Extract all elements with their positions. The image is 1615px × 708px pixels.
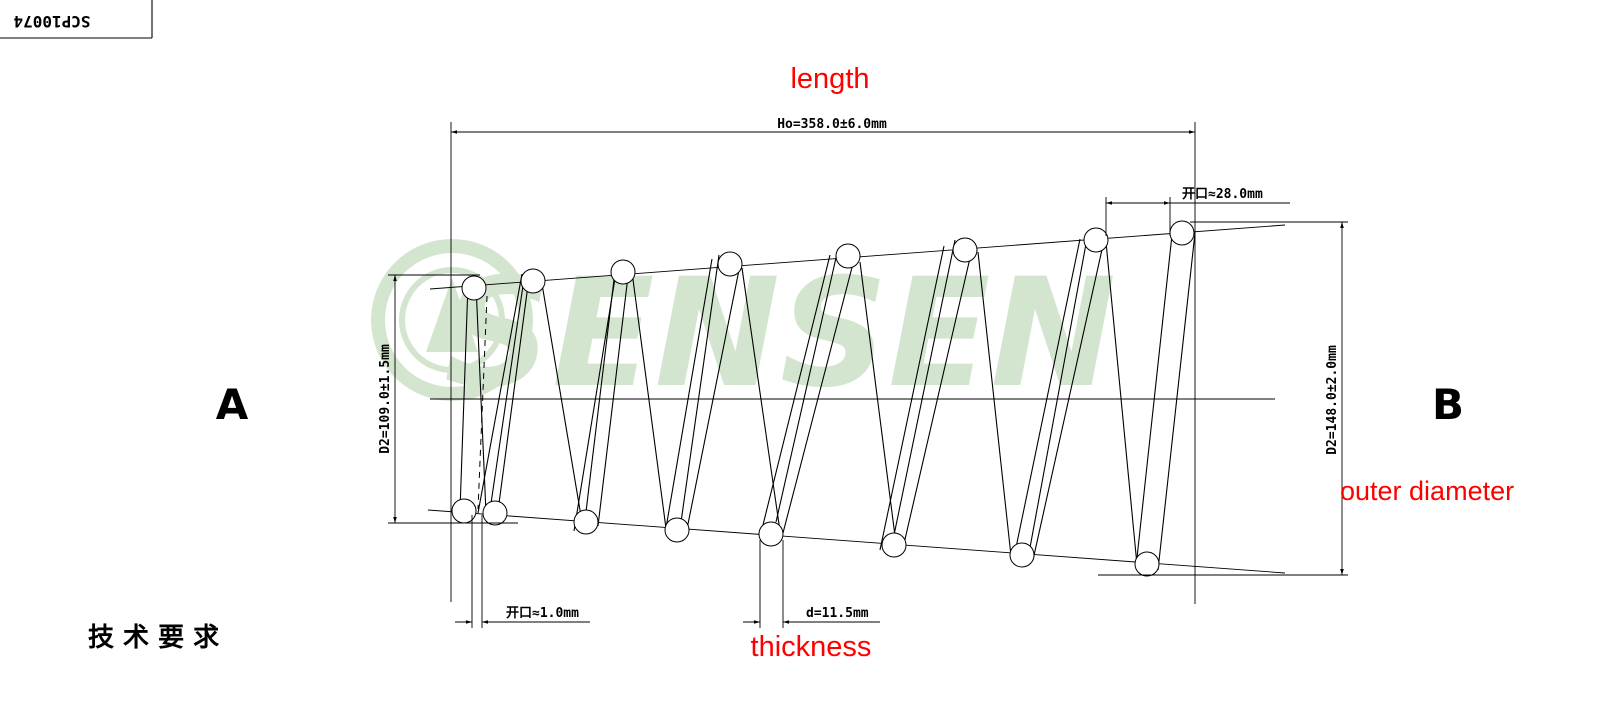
left-gap-label: 开口≈1.0mm bbox=[506, 606, 579, 621]
left-diameter-label: D2=109.0±1.5mm bbox=[378, 344, 393, 454]
notes-heading: 技 术 要 求 bbox=[88, 623, 219, 653]
left-diameter-dimension: D2=109.0±1.5mm bbox=[378, 274, 518, 524]
free-length-dimension: Ho=358.0±6.0mm bbox=[450, 117, 1196, 604]
hidden-line bbox=[477, 295, 488, 510]
title-box: SCP10074 bbox=[0, 0, 153, 39]
end-label-b: B bbox=[1432, 380, 1464, 429]
spring-coils bbox=[451, 220, 1196, 577]
right-gap-label: 开口≈28.0mm bbox=[1182, 187, 1263, 202]
watermark-text: SENSEN bbox=[444, 247, 1116, 421]
wire-diameter-label: d=11.5mm bbox=[806, 606, 869, 621]
right-diameter-dimension: D2=148.0±2.0mm bbox=[1098, 221, 1348, 576]
right-gap-dimension: 开口≈28.0mm bbox=[1105, 187, 1290, 236]
part-number: SCP10074 bbox=[13, 12, 90, 31]
free-length-label: Ho=358.0±6.0mm bbox=[777, 117, 887, 132]
right-diameter-label: D2=148.0±2.0mm bbox=[1325, 345, 1340, 455]
annotation-outer-diameter: outer diameter bbox=[1340, 476, 1514, 506]
watermark: SENSEN bbox=[371, 239, 1116, 421]
wire-diameter-dimension: d=11.5mm bbox=[743, 540, 880, 628]
left-gap-dimension: 开口≈1.0mm bbox=[455, 515, 590, 628]
coil-end bbox=[461, 275, 487, 301]
annotation-length: length bbox=[790, 63, 869, 95]
annotation-thickness: thickness bbox=[751, 631, 872, 663]
end-label-a: A bbox=[216, 380, 249, 429]
tree-icon bbox=[426, 278, 478, 352]
watermark-logo-ring bbox=[371, 239, 533, 401]
